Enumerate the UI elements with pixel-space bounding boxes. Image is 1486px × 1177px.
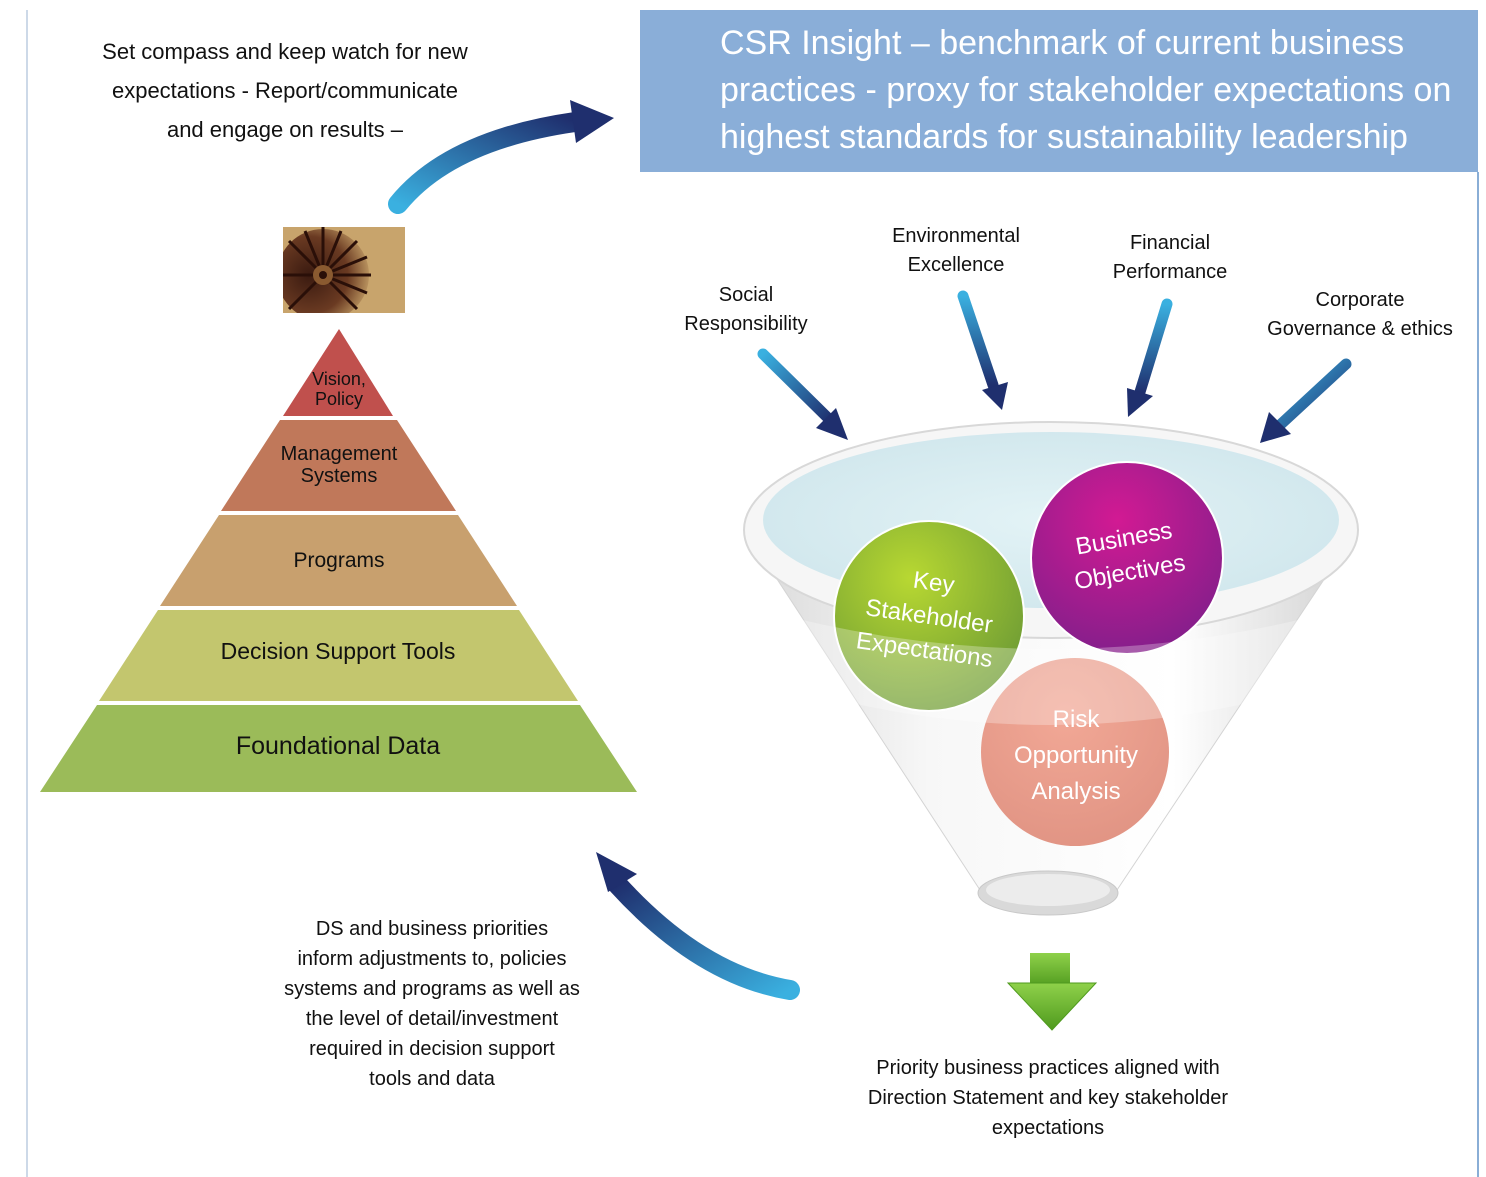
frame-right-border — [1477, 172, 1479, 1177]
pyramid-label-management: Management Systems — [259, 443, 419, 487]
label-line: Management — [280, 443, 398, 465]
stakeholder-circle-label: Key Stakeholder Expectations — [838, 555, 1021, 680]
business-circle-label: Business Objectives — [1042, 509, 1211, 604]
funnel — [743, 421, 1359, 916]
compass-caption: Set compass and keep watch for new expec… — [40, 32, 530, 149]
label-line: Performance — [1112, 261, 1228, 283]
banner-line: CSR Insight – benchmark of current busin… — [720, 24, 1405, 62]
bottom-curved-arrow — [596, 852, 800, 1000]
label-line: Programs — [293, 549, 385, 572]
label-line: Policy — [314, 389, 363, 409]
pyramid-label-programs: Programs — [239, 546, 439, 575]
output-caption: Priority business practices aligned with… — [838, 1053, 1258, 1143]
feedback-caption: DS and business priorities inform adjust… — [262, 914, 602, 1094]
label-line: Social — [718, 284, 774, 306]
pyramid-label-foundational: Foundational Data — [138, 732, 538, 761]
caption-line: expectations - Report/communicate — [111, 78, 459, 103]
label-line: Environmental — [892, 225, 1020, 247]
caption-line: the level of detail/investment — [305, 1008, 559, 1030]
label-line: Decision Support Tools — [220, 638, 456, 664]
risk-circle-label: Risk Opportunity Analysis — [996, 702, 1156, 810]
input-label-social: Social Responsibility — [666, 281, 826, 339]
label-line: Opportunity — [1013, 742, 1139, 769]
label-line: Governance & ethics — [1267, 318, 1453, 340]
caption-line: Priority business practices aligned with — [876, 1057, 1220, 1079]
label-line: Excellence — [907, 254, 1005, 276]
caption-line: required in decision support — [309, 1038, 555, 1060]
caption-line: DS and business priorities — [315, 918, 549, 940]
label-line: Analysis — [1031, 778, 1121, 805]
environmental-arrow — [957, 290, 1008, 410]
csr-insight-banner: CSR Insight – benchmark of current busin… — [640, 10, 1478, 172]
label-line: Foundational Data — [235, 732, 441, 760]
output-down-arrow — [1006, 953, 1098, 1031]
pyramid-label-vision: Vision, Policy — [289, 369, 389, 409]
social-arrow — [757, 348, 848, 440]
label-line: Systems — [300, 465, 378, 487]
caption-line: inform adjustments to, policies — [297, 948, 567, 970]
label-line: Risk — [1052, 706, 1100, 733]
pyramid-label-decision-support: Decision Support Tools — [168, 637, 508, 666]
label-line: Corporate — [1315, 289, 1405, 311]
label-line: Responsibility — [684, 313, 808, 335]
caption-line: and engage on results – — [166, 117, 404, 142]
input-label-environmental: Environmental Excellence — [876, 222, 1036, 280]
frame-left-border — [26, 10, 28, 1177]
label-line: Financial — [1129, 232, 1211, 254]
caption-line: expectations — [991, 1117, 1105, 1139]
caption-line: systems and programs as well as — [284, 978, 580, 1000]
banner-line: highest standards for sustainability lea… — [720, 118, 1408, 156]
governance-arrow — [1260, 358, 1352, 443]
input-label-financial: Financial Performance — [1090, 229, 1250, 287]
compass-image — [283, 227, 405, 313]
caption-line: Set compass and keep watch for new — [102, 39, 468, 64]
caption-line: Direction Statement and key stakeholder — [867, 1087, 1229, 1109]
label-line: Vision, — [312, 369, 366, 389]
caption-line: tools and data — [369, 1068, 495, 1090]
banner-line: practices - proxy for stakeholder expect… — [720, 71, 1452, 109]
input-label-governance: Corporate Governance & ethics — [1250, 286, 1470, 344]
financial-arrow — [1127, 298, 1173, 417]
